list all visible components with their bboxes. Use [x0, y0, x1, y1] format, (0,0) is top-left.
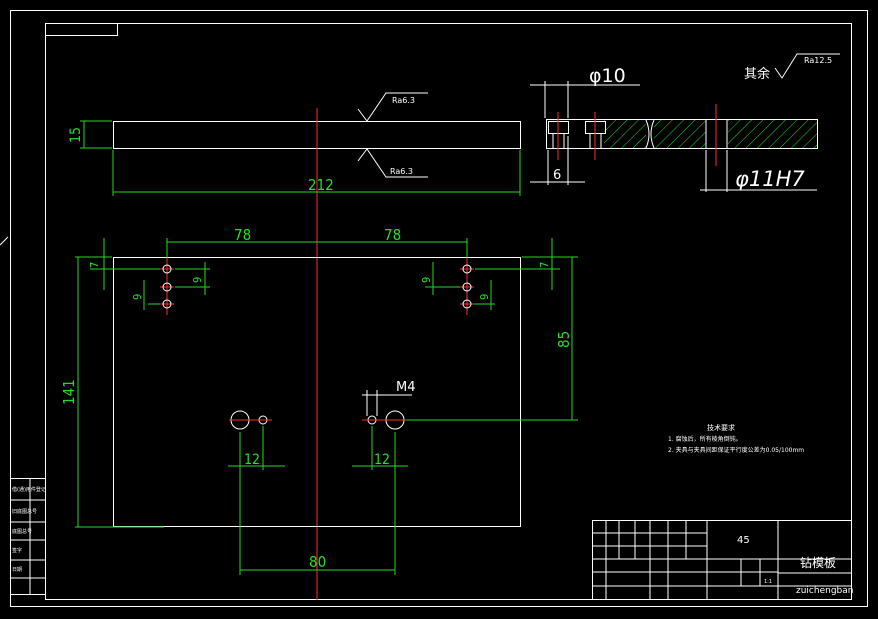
dim-center-distance: 80 [309, 553, 326, 571]
notes-heading: 技术要求 [707, 423, 735, 432]
roughness-other-value: Ra12.5 [804, 56, 832, 65]
dim-left-offset: 78 [234, 226, 251, 244]
title-scale: 1:1 [764, 579, 772, 585]
technical-notes: 技术要求 1. 腐蚀后，所有棱角倒钝。 2. 夹具与夹具间距保证平行度公差为0.… [668, 423, 804, 454]
dim-bore-fit: φ11H7 [735, 167, 805, 191]
title-pinyin: zuichengban [796, 586, 853, 596]
title-material: 45 [737, 535, 750, 546]
roughness-top: Ra6.3 [392, 96, 415, 105]
roughness-other-label: 其余 [744, 66, 770, 82]
sheet-inner-border [45, 23, 852, 600]
plate-plan-outline [113, 257, 521, 527]
dim-right-vertical: 85 [555, 331, 573, 348]
drawing-number-box [45, 23, 118, 36]
dim-counterbore-dia: φ10 [589, 65, 626, 87]
title-block: 45 钻模板 zuichengban 1:1 [592, 520, 853, 600]
side-label-2: 旧底图总号 [12, 508, 37, 515]
side-signoff-column: 借(通)用件登记 旧底图总号 底图总号 签字 日期 [10, 478, 46, 595]
notes-line-1: 1. 腐蚀后，所有棱角倒钝。 [668, 435, 742, 443]
dim-height: 141 [60, 379, 78, 405]
dim-pitch-a: 9 [191, 277, 204, 283]
side-label-4: 签字 [12, 547, 22, 554]
section-view: φ10 6 φ11H7 其余 Ra12.5 [530, 53, 840, 192]
dim-pitch-b: 9 [131, 294, 144, 300]
side-label-5: 日期 [12, 567, 22, 573]
dim-right-top: 7 [538, 262, 551, 268]
dim-counterbore-depth: 6 [553, 168, 561, 183]
plan-view: 78 78 7 7 9 9 [60, 226, 578, 575]
dim-thickness: 15 [68, 127, 84, 143]
title-part-name: 钻模板 [800, 555, 836, 570]
front-view: 15 212 Ra6.3 Ra6.3 [68, 92, 521, 600]
dim-hole-spacing-left: 12 [244, 452, 260, 468]
side-label-3: 底图总号 [12, 528, 32, 535]
sheet-outer-border [10, 10, 868, 607]
dim-thread: M4 [396, 380, 416, 395]
side-label-1: 借(通)用件登记 [12, 486, 46, 493]
dim-left-top: 7 [88, 262, 101, 268]
roughness-bottom: Ra6.3 [390, 167, 413, 176]
dim-overall-length: 212 [308, 176, 334, 194]
dim-pitch-c: 9 [420, 277, 433, 283]
dim-pitch-d: 9 [478, 294, 491, 300]
notes-line-2: 2. 夹具与夹具间距保证平行度公差为0.05/100mm [668, 446, 804, 454]
dim-right-offset: 78 [384, 226, 401, 244]
dim-hole-spacing-right: 12 [374, 452, 390, 468]
